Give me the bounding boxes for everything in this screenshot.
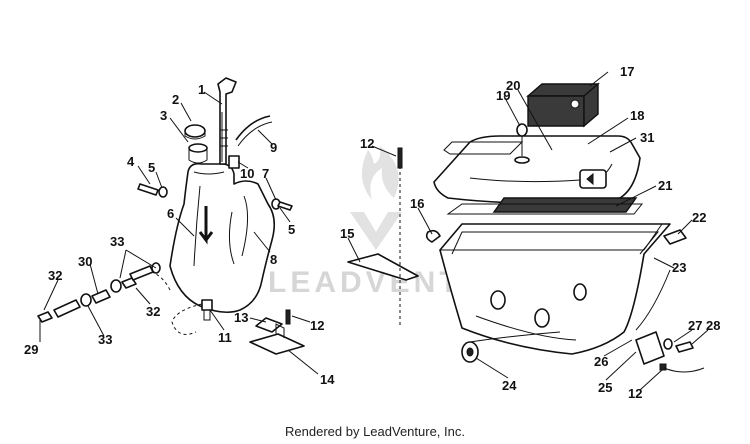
callout-14: 14: [320, 372, 335, 387]
arrow-icon: [198, 206, 214, 245]
callout-2: 2: [172, 92, 179, 107]
mounting-bracket-part: [249, 333, 305, 355]
callout-11: 11: [218, 330, 232, 345]
wire-clip-part: [425, 229, 441, 243]
hold-down-bracket-part: [347, 253, 419, 281]
callout-33b: 33: [98, 332, 112, 347]
v-logo-icon: [350, 212, 402, 250]
callout-5b: 5: [288, 222, 295, 237]
callout-16: 16: [410, 196, 424, 211]
callout-1: 1: [198, 82, 205, 97]
bracket-25-part: [635, 331, 665, 365]
callout-24: 24: [502, 378, 517, 393]
callout-32b: 32: [146, 304, 160, 319]
callout-10: 10: [240, 166, 254, 181]
callout-5a: 5: [148, 160, 155, 175]
callout-27: 27: [688, 318, 702, 333]
callout-19: 19: [496, 88, 510, 103]
callout-7: 7: [262, 166, 269, 181]
fuel-cap-part: [184, 124, 206, 138]
footer-credit: Rendered by LeadVenture, Inc.: [285, 424, 465, 439]
callout-12a: 12: [360, 136, 374, 151]
leader-lines: [39, 71, 709, 391]
fuel-fitting-part: [201, 299, 213, 311]
callout-30: 30: [78, 254, 92, 269]
callout-9: 9: [270, 140, 277, 155]
callout-15: 15: [340, 226, 354, 241]
grommet-part: [516, 123, 528, 137]
callout-32a: 32: [48, 268, 62, 283]
fuel-line-assembly: [37, 262, 161, 323]
screw-part: [137, 183, 159, 196]
battery-box-part: [439, 223, 671, 355]
callout-26: 26: [594, 354, 608, 369]
vent-hose-part: [235, 115, 271, 141]
callout-3: 3: [160, 108, 167, 123]
callout-33a: 33: [110, 234, 124, 249]
callout-12b: 12: [310, 318, 324, 333]
battery-mat-part: [492, 197, 638, 213]
gauge-tube-part: [217, 77, 237, 165]
callout-31: 31: [640, 130, 654, 145]
callout-21: 21: [658, 178, 672, 193]
grommet-22-part: [663, 229, 687, 245]
callout-4: 4: [127, 154, 135, 169]
callout-22: 22: [692, 210, 706, 225]
callout-13: 13: [234, 310, 248, 325]
callout-23: 23: [672, 260, 686, 275]
callout-25: 25: [598, 380, 612, 395]
callout-29: 29: [24, 342, 38, 357]
callout-labels: 1 2 3 4 5 5 6 7 8 9 10 11 12 12 12 13 14…: [24, 64, 720, 401]
callout-17: 17: [620, 64, 634, 79]
callout-18: 18: [630, 108, 644, 123]
washer-part: [158, 186, 168, 198]
filler-neck-part: [188, 143, 208, 153]
callout-6: 6: [167, 206, 174, 221]
callout-12c: 12: [628, 386, 642, 401]
bushing-part: [228, 155, 240, 169]
flame-logo-icon: [361, 146, 399, 200]
callout-20: 20: [506, 78, 520, 93]
callout-8: 8: [270, 252, 277, 267]
callout-28: 28: [706, 318, 720, 333]
